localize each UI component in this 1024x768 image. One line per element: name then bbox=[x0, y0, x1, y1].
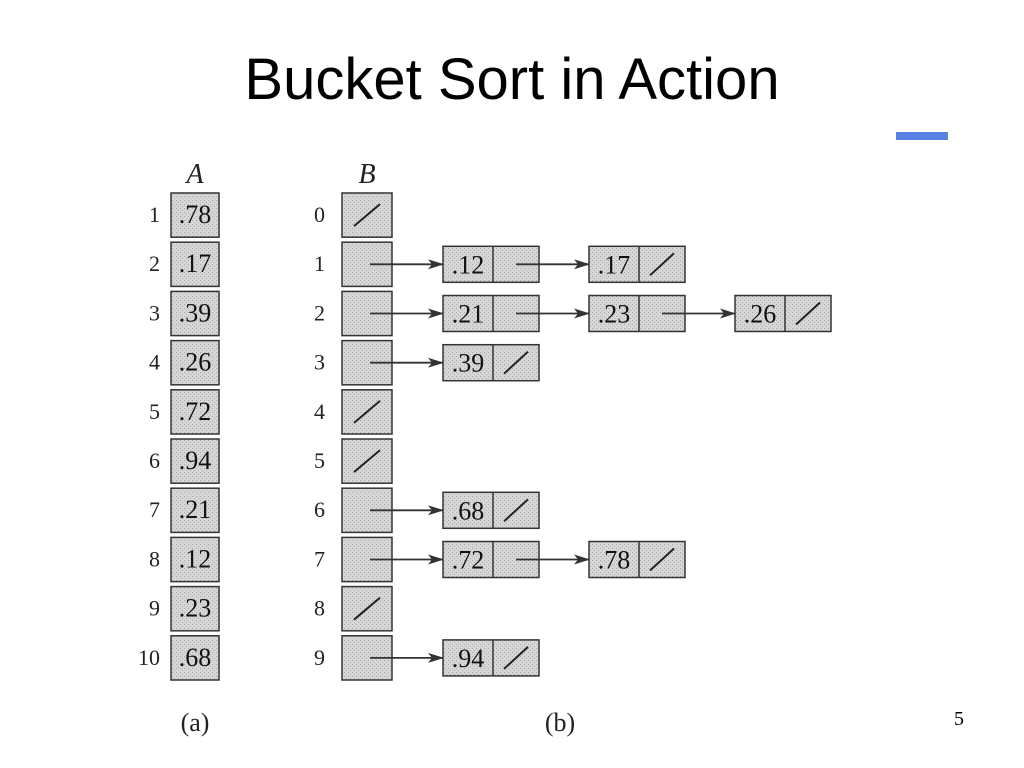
array-a-value: .39 bbox=[179, 298, 212, 327]
list-node-value: .68 bbox=[452, 496, 485, 525]
array-a-cell bbox=[170, 339, 220, 386]
list-node-value: .21 bbox=[452, 300, 485, 329]
array-a-value: .68 bbox=[179, 643, 212, 672]
null-pointer-slash bbox=[795, 301, 821, 326]
caption-a: (a) bbox=[181, 708, 210, 737]
array-b-index: 9 bbox=[314, 645, 325, 670]
array-a: 1 .78 2 .17 3 .39 4 .26 5 .72 6 .94 7 .21 8 .12 9 .23 10 .6… bbox=[138, 192, 220, 681]
caption-b: (b) bbox=[545, 708, 575, 737]
array-a-cell bbox=[170, 290, 220, 337]
array-b-index: 7 bbox=[314, 546, 325, 571]
array-a-cell bbox=[170, 635, 220, 681]
array-b-index: 4 bbox=[314, 399, 325, 424]
list-node-value: .23 bbox=[598, 300, 631, 329]
array-a-index: 5 bbox=[149, 399, 160, 424]
array-a-label: A bbox=[184, 159, 204, 190]
list-node-value: .12 bbox=[452, 250, 485, 279]
array-a-cell bbox=[170, 192, 220, 238]
array-a-index: 6 bbox=[149, 448, 160, 473]
array-a-value: .72 bbox=[179, 397, 212, 426]
null-pointer-slash bbox=[353, 400, 381, 424]
array-a-cell bbox=[170, 536, 220, 583]
array-b-index: 0 bbox=[314, 202, 325, 227]
slide-title: Bucket Sort in Action bbox=[244, 47, 780, 112]
list-node-value: .26 bbox=[744, 300, 777, 329]
list-node: .78 bbox=[588, 540, 686, 579]
null-pointer-slash bbox=[353, 203, 381, 227]
array-a-value: .12 bbox=[179, 544, 212, 573]
array-a-index: 7 bbox=[149, 497, 160, 522]
array-a-value: .94 bbox=[179, 446, 212, 475]
array-a-cell bbox=[170, 585, 220, 632]
array-b-label: B bbox=[358, 159, 375, 190]
list-node: .72 bbox=[442, 540, 540, 579]
array-b-index: 2 bbox=[314, 300, 325, 325]
array-a-index: 3 bbox=[149, 300, 160, 325]
null-pointer-slash bbox=[353, 449, 381, 473]
array-a-value: .26 bbox=[179, 348, 212, 377]
array-a-value: .21 bbox=[179, 495, 212, 524]
null-pointer-slash bbox=[353, 596, 381, 621]
null-pointer-slash bbox=[649, 252, 675, 277]
array-a-value: .17 bbox=[179, 249, 212, 278]
list-node-value: .39 bbox=[452, 349, 485, 378]
null-pointer-slash bbox=[503, 350, 529, 375]
array-b-index: 6 bbox=[314, 497, 325, 522]
array-a-index: 1 bbox=[149, 202, 160, 227]
list-node: .17 bbox=[588, 245, 686, 284]
array-a-cell bbox=[170, 389, 220, 435]
array-a-cell bbox=[170, 438, 220, 484]
array-b-index: 5 bbox=[314, 448, 325, 473]
list-node: .68 bbox=[442, 491, 540, 530]
array-a-index: 10 bbox=[138, 645, 160, 670]
list-node: .39 bbox=[442, 343, 540, 382]
array-b-index: 8 bbox=[314, 596, 325, 621]
bucket-lists: .12 .17 .21 .23 .26 .39 .68 .72 .78 .94 bbox=[370, 245, 832, 677]
null-pointer-slash bbox=[649, 547, 675, 572]
list-node: .94 bbox=[442, 639, 540, 677]
array-a-cell bbox=[170, 241, 220, 288]
array-a-value: .23 bbox=[179, 594, 212, 623]
accent-bar bbox=[896, 132, 948, 140]
list-node-value: .17 bbox=[598, 250, 631, 279]
array-a-cell bbox=[170, 487, 220, 534]
array-b-index: 3 bbox=[314, 350, 325, 375]
list-node-value: .72 bbox=[452, 546, 485, 575]
array-b: 0 1 2 3 4 5 6 7 8 9 bbox=[314, 192, 393, 681]
null-pointer-slash bbox=[503, 646, 529, 670]
array-a-index: 2 bbox=[149, 251, 160, 276]
array-a-value: .78 bbox=[179, 200, 212, 229]
list-node: .26 bbox=[734, 294, 832, 333]
array-a-index: 4 bbox=[149, 350, 160, 375]
array-b-index: 1 bbox=[314, 251, 325, 276]
list-node-value: .94 bbox=[452, 644, 485, 673]
page-number: 5 bbox=[954, 708, 964, 730]
null-pointer-slash bbox=[503, 498, 529, 523]
list-node-value: .78 bbox=[598, 546, 631, 575]
list-node: .21 bbox=[442, 294, 540, 333]
array-a-index: 9 bbox=[149, 596, 160, 621]
array-a-index: 8 bbox=[149, 546, 160, 571]
